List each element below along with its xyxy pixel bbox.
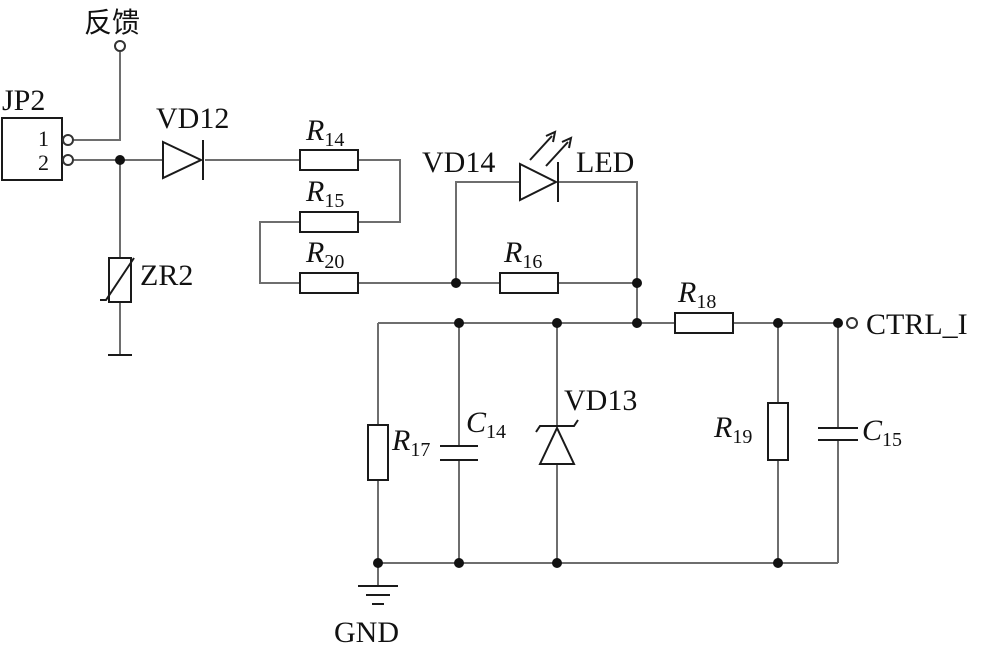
c14-label: C14: [466, 406, 506, 443]
r20-label: R20: [305, 236, 344, 273]
gnd-label: GND: [334, 616, 399, 649]
vd12-diode: [162, 140, 204, 180]
r15-label: R15: [305, 175, 344, 212]
zr2-label: ZR2: [140, 259, 193, 292]
vd13-zener: [535, 419, 579, 465]
ctrl-i-label: CTRL_I: [866, 308, 968, 341]
wire-feedback: [74, 52, 121, 141]
wire-r15-r20: [259, 221, 300, 284]
junction-dot: [632, 278, 642, 288]
ctrl-i-terminal: [846, 317, 858, 329]
led-label: LED: [576, 146, 634, 179]
jp2-pin1-label: 1: [38, 126, 49, 151]
jp2-pin2-terminal: [62, 154, 74, 166]
junction-dot: [632, 318, 642, 328]
jp2-pin2-label: 2: [38, 150, 49, 175]
r19-resistor: [767, 402, 789, 461]
junction-dot: [552, 558, 562, 568]
feedback-label: 反馈: [84, 6, 140, 39]
zr2-varistor: [100, 257, 135, 303]
junction-dot: [773, 558, 783, 568]
r18-label: R18: [677, 276, 716, 313]
r17-resistor: [367, 424, 389, 481]
wire-led-right: [558, 181, 638, 283]
vd14-led: [519, 130, 573, 202]
jp2-label: JP2: [2, 84, 45, 117]
wire-r14-r15: [358, 159, 401, 223]
junction-dot: [454, 318, 464, 328]
feedback-terminal: [114, 40, 126, 52]
vd13-label: VD13: [564, 384, 637, 417]
r16-resistor: [499, 272, 559, 294]
vd14-label: VD14: [422, 146, 495, 179]
junction-dot: [454, 558, 464, 568]
junction-dot: [373, 558, 383, 568]
c15-label: C15: [862, 414, 902, 451]
junction-dot: [833, 318, 843, 328]
junction-dot: [773, 318, 783, 328]
wires: [74, 52, 840, 585]
jp2-connector-box: [1, 117, 63, 181]
r14-label: R14: [305, 114, 344, 151]
r16-label: R16: [503, 236, 542, 273]
junction-dot: [115, 155, 125, 165]
junction-dot: [451, 278, 461, 288]
r19-label: R19: [713, 411, 752, 448]
r18-resistor: [674, 312, 734, 334]
junction-dots: [115, 155, 843, 568]
wire-led-left: [455, 181, 520, 283]
r17-label: R17: [391, 424, 430, 461]
c15-capacitor: [818, 427, 858, 441]
r20-resistor: [299, 272, 359, 294]
vd12-label: VD12: [156, 102, 229, 135]
junction-dot: [552, 318, 562, 328]
gnd-symbol: [358, 585, 398, 605]
r15-resistor: [299, 211, 359, 233]
c14-capacitor: [440, 445, 478, 461]
r14-resistor: [299, 149, 359, 171]
jp2-pin1-terminal: [62, 134, 74, 146]
